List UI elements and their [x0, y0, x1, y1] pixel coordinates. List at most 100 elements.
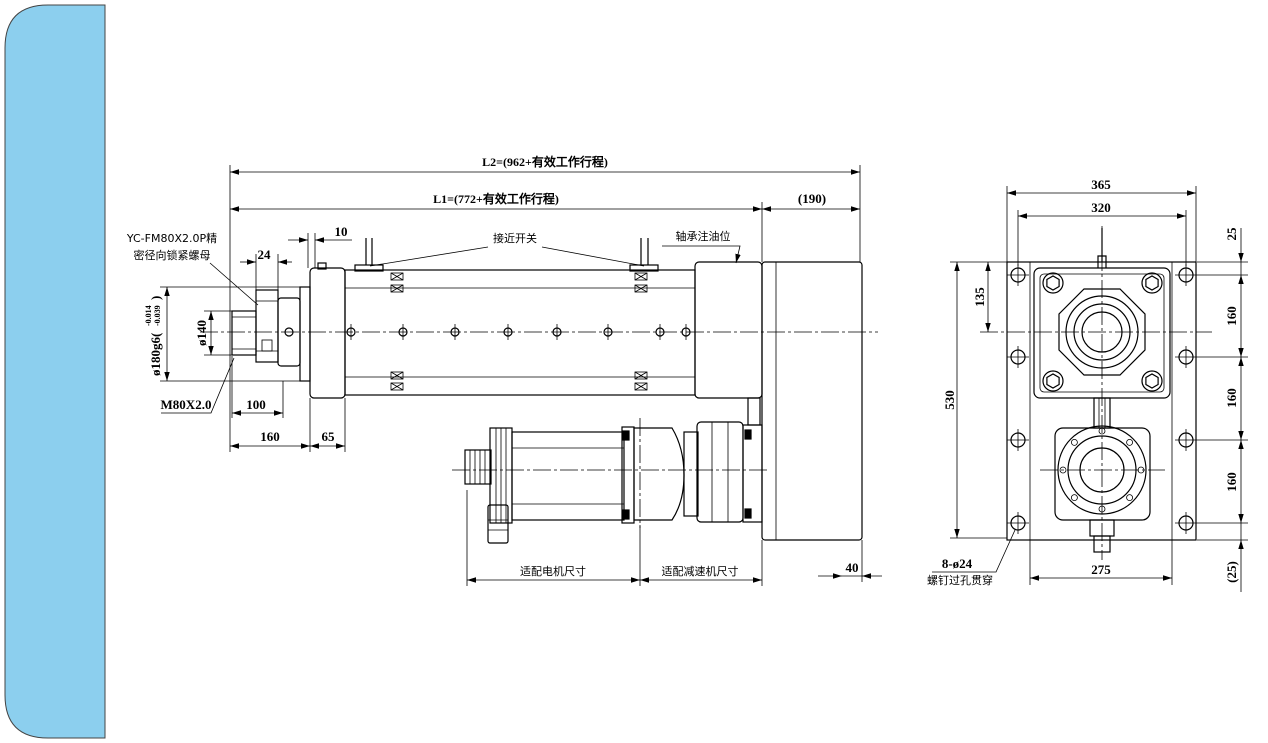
dim-365-text: 365: [1091, 177, 1111, 192]
lock-nut-label-line1: YC-FM80X2.0P精: [126, 232, 217, 245]
motor-size-label: 适配电机尺寸: [520, 564, 586, 578]
spigot-diameter-text: ø180g6(: [148, 333, 163, 376]
end-view: 365 320 530 135: [927, 177, 1248, 592]
bottom-rod-dimensions: 100 160 65: [230, 356, 346, 452]
hex-bolt-washer: [1141, 370, 1163, 392]
dim-160-text-b: 160: [1224, 388, 1239, 408]
bearing-ring-mid: [1073, 303, 1131, 361]
motor-ring-inner: [1079, 447, 1125, 493]
front-flange-bracket: [317, 262, 327, 270]
slot-mark-cross: [634, 272, 648, 281]
front-spigot: [299, 286, 311, 382]
thread-label: M80X2.0: [161, 397, 212, 412]
slot-mark: [634, 284, 648, 293]
lock-nut-callout: YC-FM80X2.0P精 密径向锁紧螺母: [126, 232, 259, 306]
switch-base-right: [629, 264, 659, 272]
motor-face-hole: [1059, 466, 1067, 474]
lock-nut-label-line2: 密径向锁紧螺母: [134, 248, 211, 262]
bearing-block-body: [694, 261, 763, 399]
hex-bolt-washer: [1042, 370, 1064, 392]
height-dimensions: 530 135: [942, 261, 1007, 539]
thread-leader: [161, 357, 235, 414]
motor-connector-plug: [1093, 535, 1111, 553]
slot-mark: [634, 272, 648, 281]
lock-nut-leader: [209, 262, 259, 306]
motor-end-face: [1054, 425, 1151, 553]
side-view: L2=(962+有效工作行程) L1=(772+有效工作行程) (190) 10…: [126, 154, 882, 586]
motor-face-hole: [1098, 427, 1106, 435]
dim-275: 275: [1029, 540, 1173, 585]
slot-mark: [634, 382, 648, 391]
coupling-housing: [696, 421, 744, 523]
l1-dimension: L1=(772+有效工作行程) (190): [230, 191, 860, 262]
bearing-oil-leader: [662, 245, 741, 264]
l2-dimension: L2=(962+有效工作行程): [229, 154, 861, 452]
dim-100-text: 100: [246, 397, 266, 412]
dim-275-text: 275: [1091, 562, 1111, 577]
oil-nipple-head: [1097, 255, 1107, 268]
motor-face-hole: [1126, 438, 1133, 446]
thread-callout: M80X2.0: [161, 357, 235, 414]
dim-10: 10: [288, 224, 352, 268]
dim-135-text: 135: [972, 287, 987, 307]
motor-ring-mid: [1067, 435, 1137, 505]
motor-face-hole: [1071, 438, 1078, 446]
bearing-block: 轴承注油位: [662, 229, 763, 426]
dim-40-text: 40: [846, 560, 859, 575]
motor-flange-bolt: [622, 430, 630, 441]
reducer-neck: [683, 431, 699, 517]
bearing-ring-outer: [1065, 295, 1139, 369]
motor-dimensions: 适配电机尺寸 适配减速机尺寸 40: [466, 490, 882, 586]
side-panel: [4, 4, 106, 739]
bearing-ring-inner: [1081, 311, 1123, 353]
rod-diameter-dimension: ø140: [194, 310, 232, 356]
dim-160-text-c: 160: [1224, 472, 1239, 492]
slot-mark-cross: [634, 284, 648, 293]
reducer-mount-flange: [742, 424, 763, 523]
spigot-tolerance-close: ): [148, 296, 163, 300]
reducer-flange-bolt: [744, 508, 752, 519]
tube-holes: [346, 324, 691, 340]
bearing-flange-inner: [1039, 273, 1165, 393]
l2-dimension-text: L2=(962+有效工作行程): [482, 154, 608, 169]
motor-ring-outer: [1057, 425, 1147, 515]
dim-160-text-a: 160: [1224, 306, 1239, 326]
motor-body: [511, 431, 625, 521]
slot-mark: [634, 371, 648, 380]
l1-dimension-text: L1=(772+有效工作行程): [433, 191, 559, 206]
mount-holes: [1007, 264, 1197, 534]
hex-bolt-washer: [1042, 272, 1064, 294]
motor-face-hole: [1126, 494, 1133, 502]
drive-shaft-housing: [747, 397, 761, 426]
motor-flange-bolt: [622, 509, 630, 520]
hex-bolts: [1042, 272, 1163, 392]
hex-bolt-washer: [1141, 272, 1163, 294]
m80-thread: [231, 310, 257, 356]
hex-bolt-head: [1046, 275, 1060, 291]
spigot-tolerance-lower: -0.039: [153, 305, 162, 326]
rod-diameter-text: ø140: [194, 320, 209, 346]
bearing-nut-outline: [1058, 288, 1146, 376]
switch-leader-left: [369, 246, 489, 267]
reducer-body: [633, 427, 685, 521]
dim-24: 24: [240, 247, 292, 290]
hex-bolt-head: [1145, 373, 1159, 389]
dim-24-text: 24: [258, 247, 272, 262]
hex-bolt-head: [1145, 275, 1159, 291]
slot-mark: [390, 284, 404, 293]
hex-bolt-head: [1046, 373, 1060, 389]
proximity-switch-label: 接近开关: [493, 231, 537, 245]
reducer-size-label: 适配减速机尺寸: [662, 564, 739, 578]
rod-boss-hole: [284, 327, 294, 337]
mount-holes-label: 8-ø24: [942, 556, 973, 571]
switch-base-left: [354, 264, 384, 272]
spigot-diameter-dimension: ø180g6( -0.014 -0.039 ): [144, 286, 300, 382]
cylinder-tube: [344, 269, 696, 396]
motor-face-hole: [1098, 505, 1106, 513]
rod-end: [231, 262, 346, 399]
width-dimensions: 365 320: [1006, 177, 1197, 266]
motor-connector: [464, 449, 492, 485]
lock-nut-slot: [261, 339, 273, 352]
dim-530-text: 530: [942, 390, 957, 410]
